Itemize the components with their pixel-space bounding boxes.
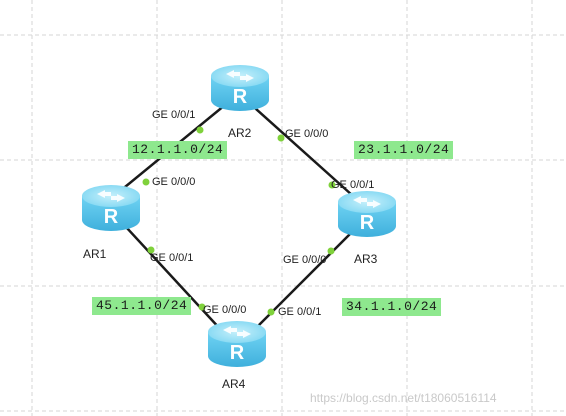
router-ar4-icon[interactable]: R	[208, 321, 266, 367]
svg-text:R: R	[233, 86, 248, 108]
port-dot-ar2-ge000[interactable]	[277, 134, 285, 142]
router-name-ar4: AR4	[222, 377, 246, 391]
port-dot-ar1-ge000[interactable]	[142, 178, 150, 186]
port-dots	[142, 126, 336, 316]
watermark-text: https://blog.csdn.net/t18060516114	[310, 391, 497, 405]
svg-text:R: R	[360, 212, 375, 234]
port-dot-ar3-ge000[interactable]	[327, 247, 335, 255]
link-ar3-ar4[interactable]	[238, 220, 364, 346]
network-label-ar1-ar4: 45.1.1.0/24	[92, 297, 192, 315]
interface-label-ar3-ge001: GE 0/0/1	[331, 179, 375, 191]
router-name-ar1: AR1	[83, 247, 107, 261]
port-dot-ar1-ge001[interactable]	[147, 246, 155, 254]
link-ar2-ar3[interactable]	[244, 98, 364, 206]
port-dot-ar2-ge001[interactable]	[196, 126, 204, 134]
network-label-ar1-ar2: 12.1.1.0/24	[128, 141, 228, 159]
router-ar1-icon[interactable]: R	[82, 185, 140, 231]
port-dot-ar4-ge000[interactable]	[198, 303, 206, 311]
svg-text:R: R	[230, 342, 245, 364]
network-label-ar3-ar4: 34.1.1.0/24	[342, 298, 442, 316]
port-dot-ar3-ge001[interactable]	[328, 181, 336, 189]
interface-label-ar2-ge001: GE 0/0/1	[152, 109, 196, 121]
interface-label-ar1-ge001: GE 0/0/1	[150, 252, 194, 264]
router-ar2-icon[interactable]: R	[211, 65, 269, 111]
interface-label-ar4-ge000: GE 0/0/0	[203, 304, 247, 316]
router-ar3-icon[interactable]: R	[338, 191, 396, 237]
interface-label-ar4-ge001: GE 0/0/1	[278, 306, 322, 318]
link-ar1-ar4[interactable]	[112, 212, 236, 346]
router-name-ar2: AR2	[228, 126, 252, 140]
port-dot-ar4-ge001[interactable]	[267, 308, 275, 316]
interface-label-ar2-ge000: GE 0/0/0	[285, 128, 329, 140]
interface-label-ar3-ge000: GE 0/0/0	[283, 254, 327, 266]
network-label-ar2-ar3: 23.1.1.0/24	[354, 141, 454, 159]
svg-text:R: R	[104, 206, 119, 228]
interface-label-ar1-ge000: GE 0/0/0	[152, 176, 196, 188]
router-name-ar3: AR3	[354, 252, 378, 266]
